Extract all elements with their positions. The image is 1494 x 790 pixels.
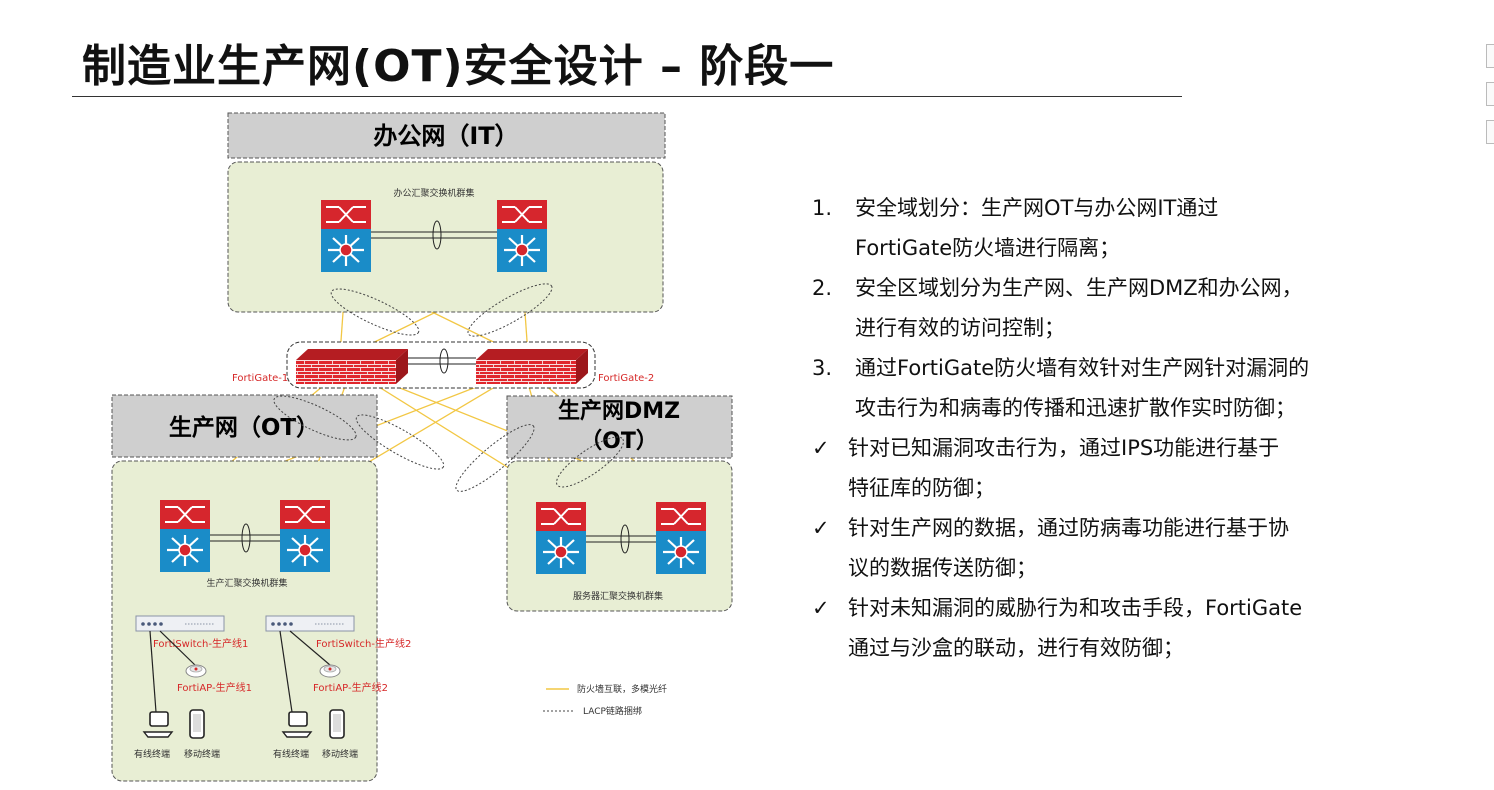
fortiap-1-label: FortiAP-生产线1 [177, 681, 252, 694]
list-item-line: 特征库的防御； [848, 476, 995, 500]
fortiswitch-2-label: FortiSwitch-生产线2 [316, 637, 411, 650]
legend-fiber-label: 防火墙互联，多模光纤 [577, 683, 667, 695]
dmz-switch-2-icon [656, 502, 706, 574]
lacp-bundles [273, 283, 624, 492]
list-item-line: 议的数据传送防御； [848, 556, 1037, 580]
production-zone: 生产网（OT） 生产汇聚交换机群集 FortiSwitch-生产线1 Forti… [111, 394, 411, 782]
dmz-zone: 生产网DMZ （OT） 服务器汇聚交换机群集 [506, 395, 733, 612]
mobile-terminal-2-label: 移动终端 [322, 748, 358, 760]
fortiap-2-icon [319, 664, 341, 678]
edge-widget-3[interactable] [1486, 120, 1494, 144]
production-zone-title: 生产网（OT） [169, 414, 319, 441]
checkmark-icon: ✓ [812, 596, 830, 620]
list-marker: 2. [812, 276, 833, 300]
list-item-line: 针对未知漏洞的威胁行为和攻击手段，FortiGate [848, 596, 1303, 620]
office-zone-title: 办公网（IT） [373, 122, 518, 150]
production-switch-1-icon [160, 500, 210, 572]
fortiswitch-1-label: FortiSwitch-生产线1 [153, 637, 248, 650]
checkmark-icon: ✓ [812, 436, 830, 460]
list-item-line: 安全区域划分为生产网、生产网DMZ和办公网， [855, 276, 1303, 300]
office-switch-1-icon [321, 200, 371, 272]
list-item-line: 针对生产网的数据，通过防病毒功能进行基于协 [848, 516, 1289, 540]
list-item-line: 通过与沙盒的联动，进行有效防御； [848, 636, 1184, 660]
fortiap-2-label: FortiAP-生产线2 [313, 681, 388, 694]
edge-widget-2[interactable] [1486, 82, 1494, 106]
wired-terminal-2-icon [281, 711, 313, 738]
checkmark-icon: ✓ [812, 516, 830, 540]
mobile-terminal-2-icon [329, 709, 345, 739]
list-item-line: 进行有效的访问控制； [855, 316, 1065, 340]
fortiswitch-1-icon [135, 615, 225, 632]
list-item-line: 针对已知漏洞攻击行为，通过IPS功能进行基于 [848, 436, 1280, 460]
production-switch-2-icon [280, 500, 330, 572]
wired-terminal-2-label: 有线终端 [273, 748, 309, 760]
mobile-terminal-1-label: 移动终端 [184, 748, 220, 760]
office-switch-2-icon [497, 200, 547, 272]
dmz-zone-title-line1: 生产网DMZ [558, 399, 680, 424]
server-cluster-label: 服务器汇聚交换机群集 [573, 590, 663, 602]
fortigate-2-label: FortiGate-2 [598, 373, 654, 384]
office-cluster-label: 办公汇聚交换机群集 [393, 187, 474, 199]
list-item: ✓ 针对未知漏洞的威胁行为和攻击手段，FortiGate 通过与沙盒的联动，进行… [812, 588, 1412, 668]
office-zone: 办公网（IT） 办公汇聚交换机群集 [227, 112, 666, 313]
design-points-list: 1. 安全域划分：生产网OT与办公网IT通过 FortiGate防火墙进行隔离；… [812, 188, 1412, 668]
wired-terminal-1-label: 有线终端 [134, 748, 170, 760]
fortigate-2-icon [476, 349, 588, 384]
wired-terminal-1-icon [142, 711, 174, 738]
fortiswitch-2-icon [265, 615, 355, 632]
diagram-legend: 防火墙互联，多模光纤 LACP链路捆绑 [543, 683, 667, 717]
list-item: ✓ 针对已知漏洞攻击行为，通过IPS功能进行基于 特征库的防御； [812, 428, 1412, 508]
dmz-switch-1-icon [536, 502, 586, 574]
list-item-line: FortiGate防火墙进行隔离； [855, 236, 1121, 260]
list-item: 1. 安全域划分：生产网OT与办公网IT通过 FortiGate防火墙进行隔离； [812, 188, 1412, 268]
dmz-zone-title-line2: （OT） [580, 429, 658, 454]
list-item-line: 安全域划分：生产网OT与办公网IT通过 [855, 196, 1219, 220]
list-item: ✓ 针对生产网的数据，通过防病毒功能进行基于协 议的数据传送防御； [812, 508, 1412, 588]
fortiap-1-icon [185, 664, 207, 678]
list-item-line: 攻击行为和病毒的传播和迅速扩散作实时防御； [855, 396, 1296, 420]
fortigate-1-icon [296, 349, 408, 384]
list-marker: 3. [812, 356, 833, 380]
list-item: 2. 安全区域划分为生产网、生产网DMZ和办公网， 进行有效的访问控制； [812, 268, 1412, 348]
page-title: 制造业生产网(OT)安全设计 – 阶段一 [82, 41, 835, 92]
list-item-line: 通过FortiGate防火墙有效针对生产网针对漏洞的 [855, 356, 1310, 380]
firewall-cluster: FortiGate-1 FortiGate-2 [232, 341, 654, 389]
network-diagram: 办公网（IT） 办公汇聚交换机群集 FortiGate-1 FortiGate-… [111, 112, 733, 782]
title-divider [72, 96, 1182, 97]
legend-lacp-label: LACP链路捆绑 [583, 705, 642, 717]
production-cluster-label: 生产汇聚交换机群集 [206, 577, 287, 589]
fortigate-1-label: FortiGate-1 [232, 373, 288, 384]
list-item: 3. 通过FortiGate防火墙有效针对生产网针对漏洞的 攻击行为和病毒的传播… [812, 348, 1412, 428]
list-marker: 1. [812, 196, 833, 220]
mobile-terminal-1-icon [189, 709, 205, 739]
edge-widget-1[interactable] [1486, 44, 1494, 68]
